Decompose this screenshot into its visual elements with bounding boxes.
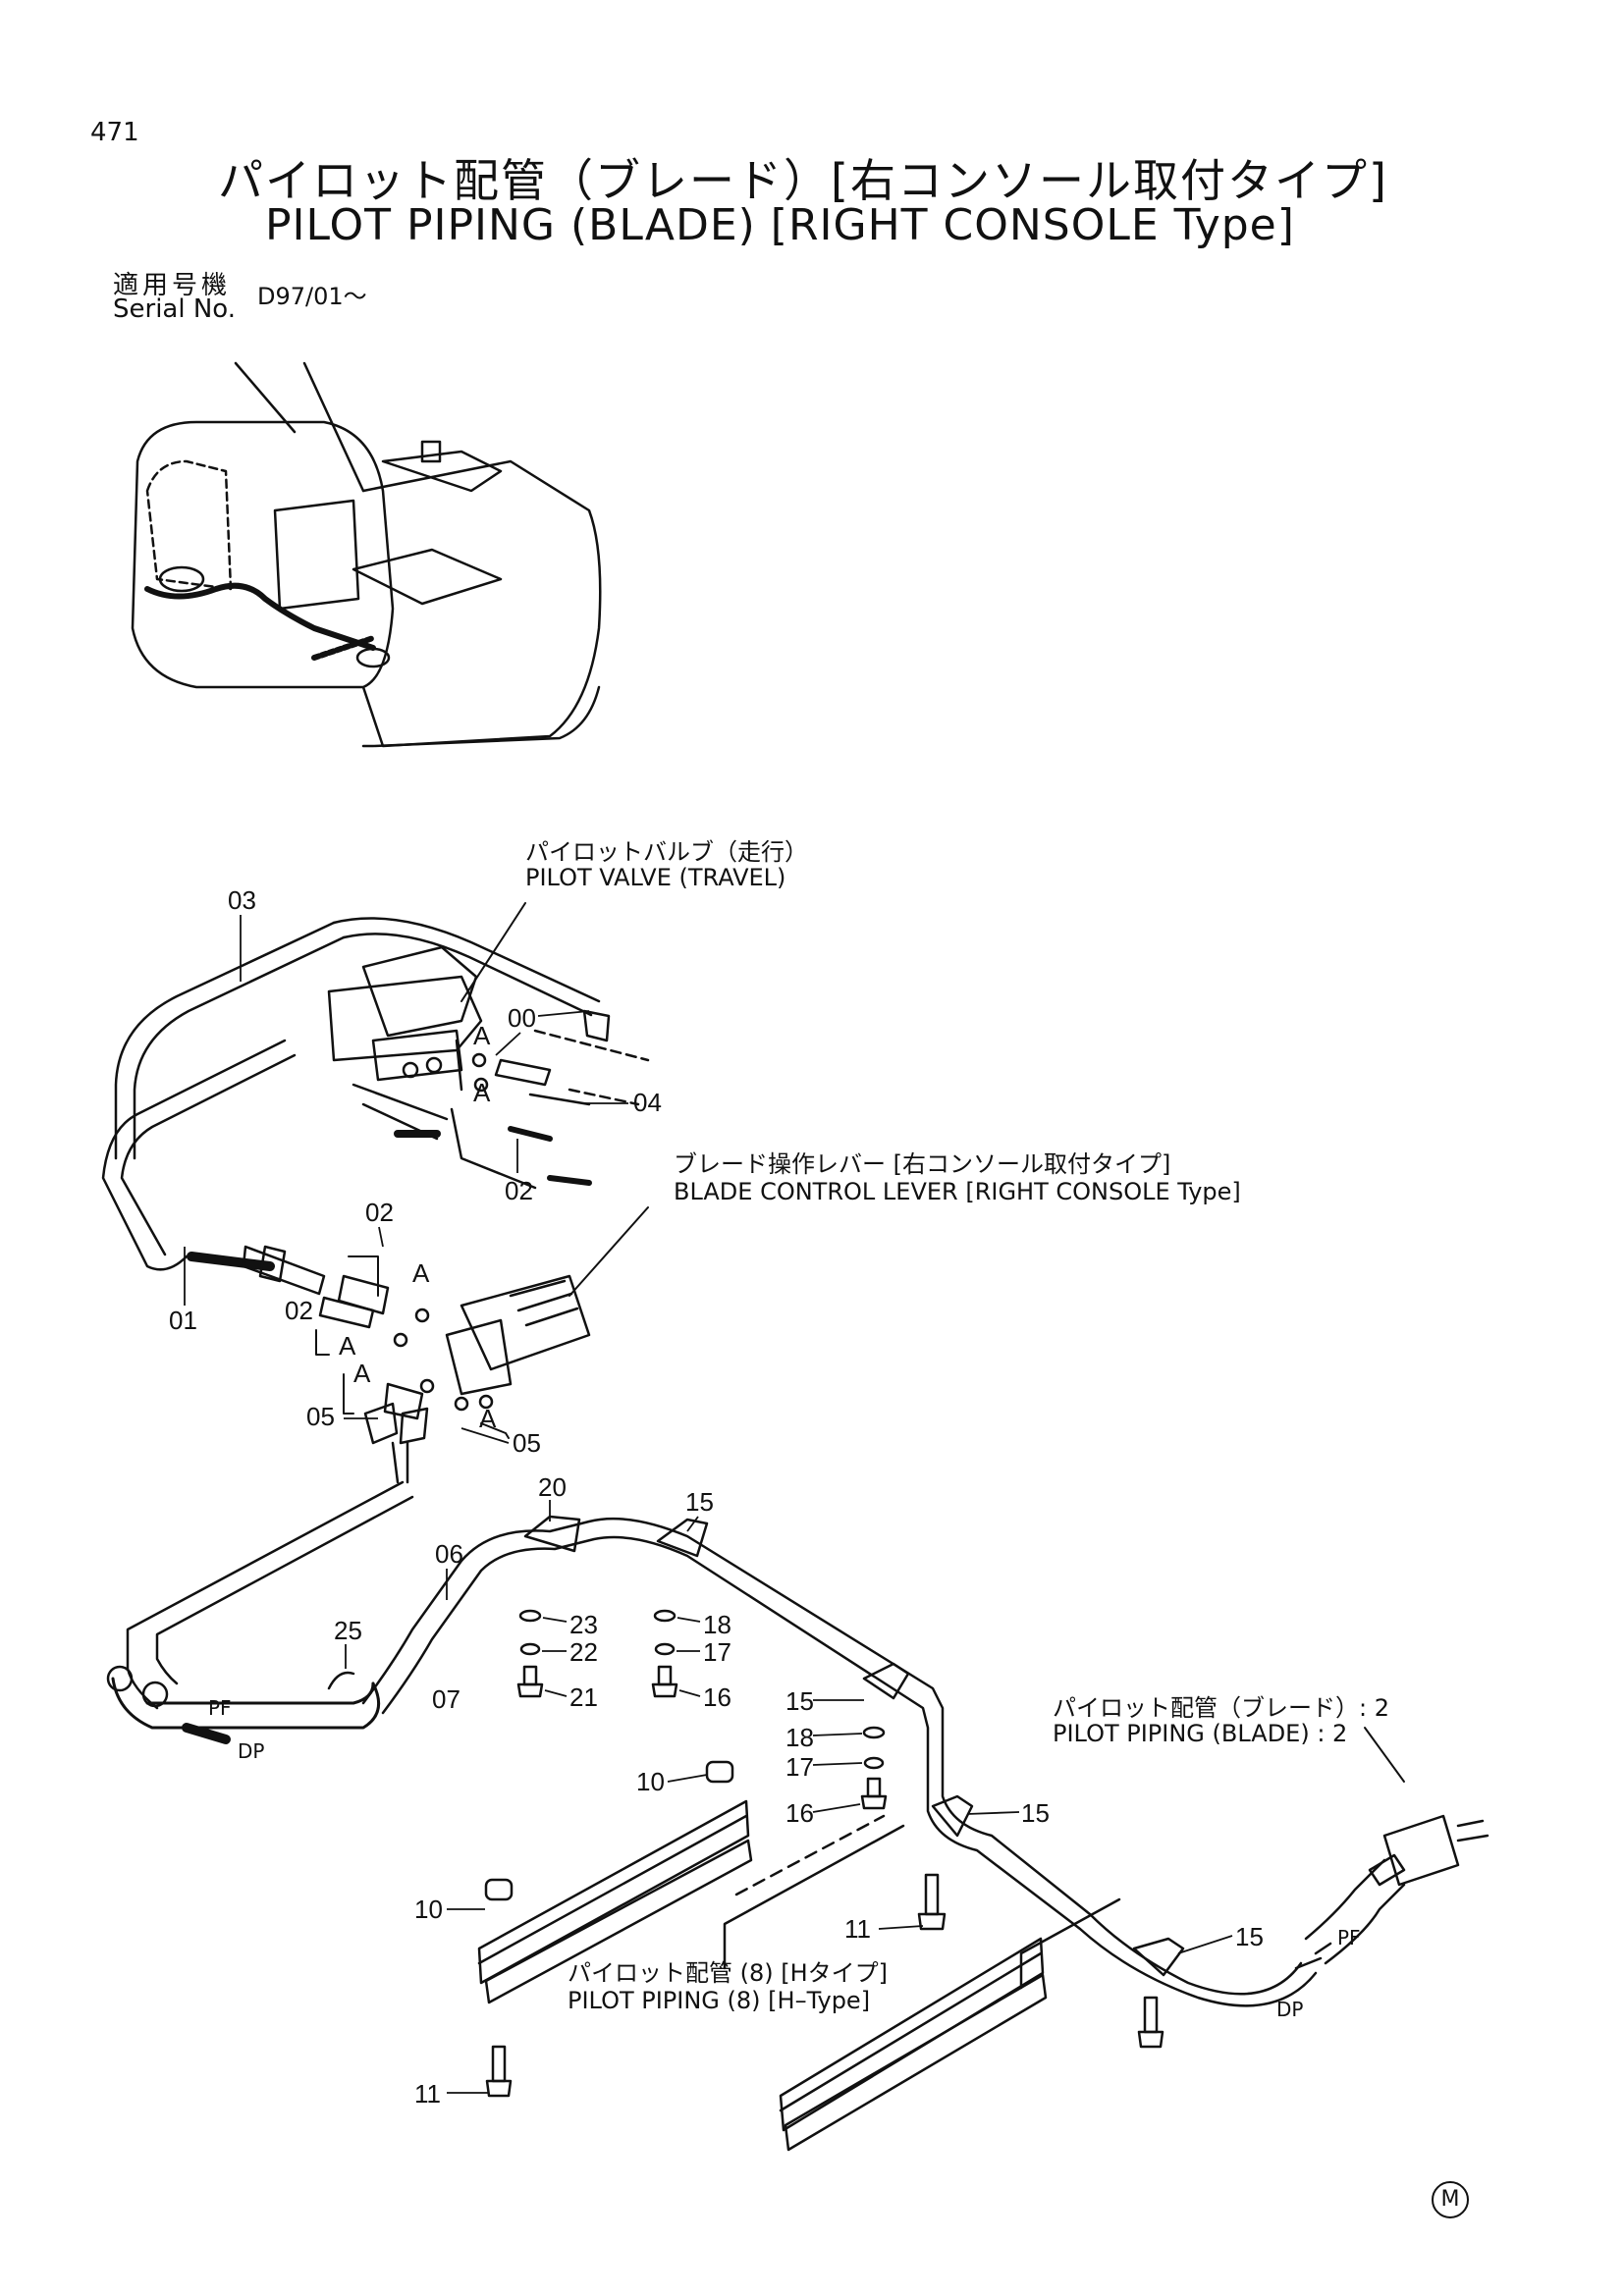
part-number-02: 02 [285,1296,313,1325]
title-japanese: パイロット配管（ブレード）[右コンソール取付タイプ] [218,154,1388,207]
part-number-15: 15 [1235,1922,1264,1951]
corner-m-mark: M [1432,2181,1469,2218]
part-number-25: 25 [334,1616,362,1645]
pilot-piping-blade-2-end [1294,1727,1489,1970]
pf-label-left: PF [208,1696,232,1720]
page-number: 471 [90,118,139,147]
part-number-00: 00 [508,1003,536,1033]
pilot-valve-label-en: PILOT VALVE (TRAVEL) [525,864,786,891]
serial-label-english: Serial No. [113,294,236,324]
part-number-20: 20 [538,1472,567,1502]
part-number-04: 04 [633,1088,662,1117]
part-number-11: 11 [844,1914,871,1944]
blade-lever-label-jp: ブレード操作レバー [右コンソール取付タイプ] [674,1150,1171,1178]
part-number-10: 10 [636,1767,665,1796]
rails-h-type [477,1799,1121,2152]
part-number-02: 02 [505,1176,533,1205]
part-number-05: 05 [306,1402,335,1431]
pilot-piping-blade-label-jp: パイロット配管（ブレード）: 2 [1053,1694,1389,1722]
part-number-15: 15 [685,1487,714,1517]
serial-label-japanese: 適用号機 [113,271,232,300]
part-number-18: 18 [703,1610,731,1639]
part-number-10: 10 [414,1895,443,1924]
pilot-piping-8-label-jp: パイロット配管 (8) [Hタイプ] [568,1959,889,1987]
marker-a: A [473,1021,491,1050]
fittings-group [450,1009,650,1190]
pf-label-right: PF [1337,1926,1361,1949]
excavator-overview-illustration [131,361,602,748]
part-number-21: 21 [569,1682,598,1712]
marker-a: A [339,1331,356,1361]
fittings-02-05 [242,1245,510,1484]
serial-value: D97/01～ [257,283,367,310]
part-number-22: 22 [569,1637,598,1667]
dp-label-right: DP [1276,1998,1304,2021]
hoses-down-left [106,1480,414,1744]
part-number-02: 02 [365,1198,394,1227]
part-number-16: 16 [703,1682,731,1712]
pilot-valve-label-jp: パイロットバルブ（走行） [525,838,808,866]
pilot-piping-blade-label-en: PILOT PIPING (BLADE) : 2 [1053,1720,1348,1747]
marker-a: A [353,1359,371,1388]
part-number-15: 15 [785,1686,814,1716]
part-number-23: 23 [569,1610,598,1639]
part-number-01: 01 [169,1306,197,1335]
blade-control-lever [393,1206,649,1412]
marker-a: A [473,1078,491,1107]
pilot-piping-8-label-en: PILOT PIPING (8) [H–Type] [568,1987,871,2014]
part-number-06: 06 [435,1539,463,1569]
title-english: PILOT PIPING (BLADE) [RIGHT CONSOLE Type… [265,200,1295,250]
part-number-05: 05 [513,1428,541,1458]
part-number-18: 18 [785,1723,814,1752]
part-number-03: 03 [228,885,256,915]
dp-label-left: DP [238,1739,265,1763]
part-number-11: 11 [414,2079,441,2109]
part-number-07: 07 [432,1684,460,1714]
part-number-16: 16 [785,1798,814,1828]
part-number-15: 15 [1021,1798,1050,1828]
pipes-06-07 [361,1515,1318,2007]
part-number-17: 17 [785,1752,814,1782]
marker-a: A [412,1258,430,1288]
marker-a: A [479,1404,497,1433]
part-number-17: 17 [703,1637,731,1667]
bolts-washers [484,1609,1164,2098]
hoses-03-01 [101,917,601,1283]
blade-lever-label-en: BLADE CONTROL LEVER [RIGHT CONSOLE Type] [674,1178,1241,1205]
